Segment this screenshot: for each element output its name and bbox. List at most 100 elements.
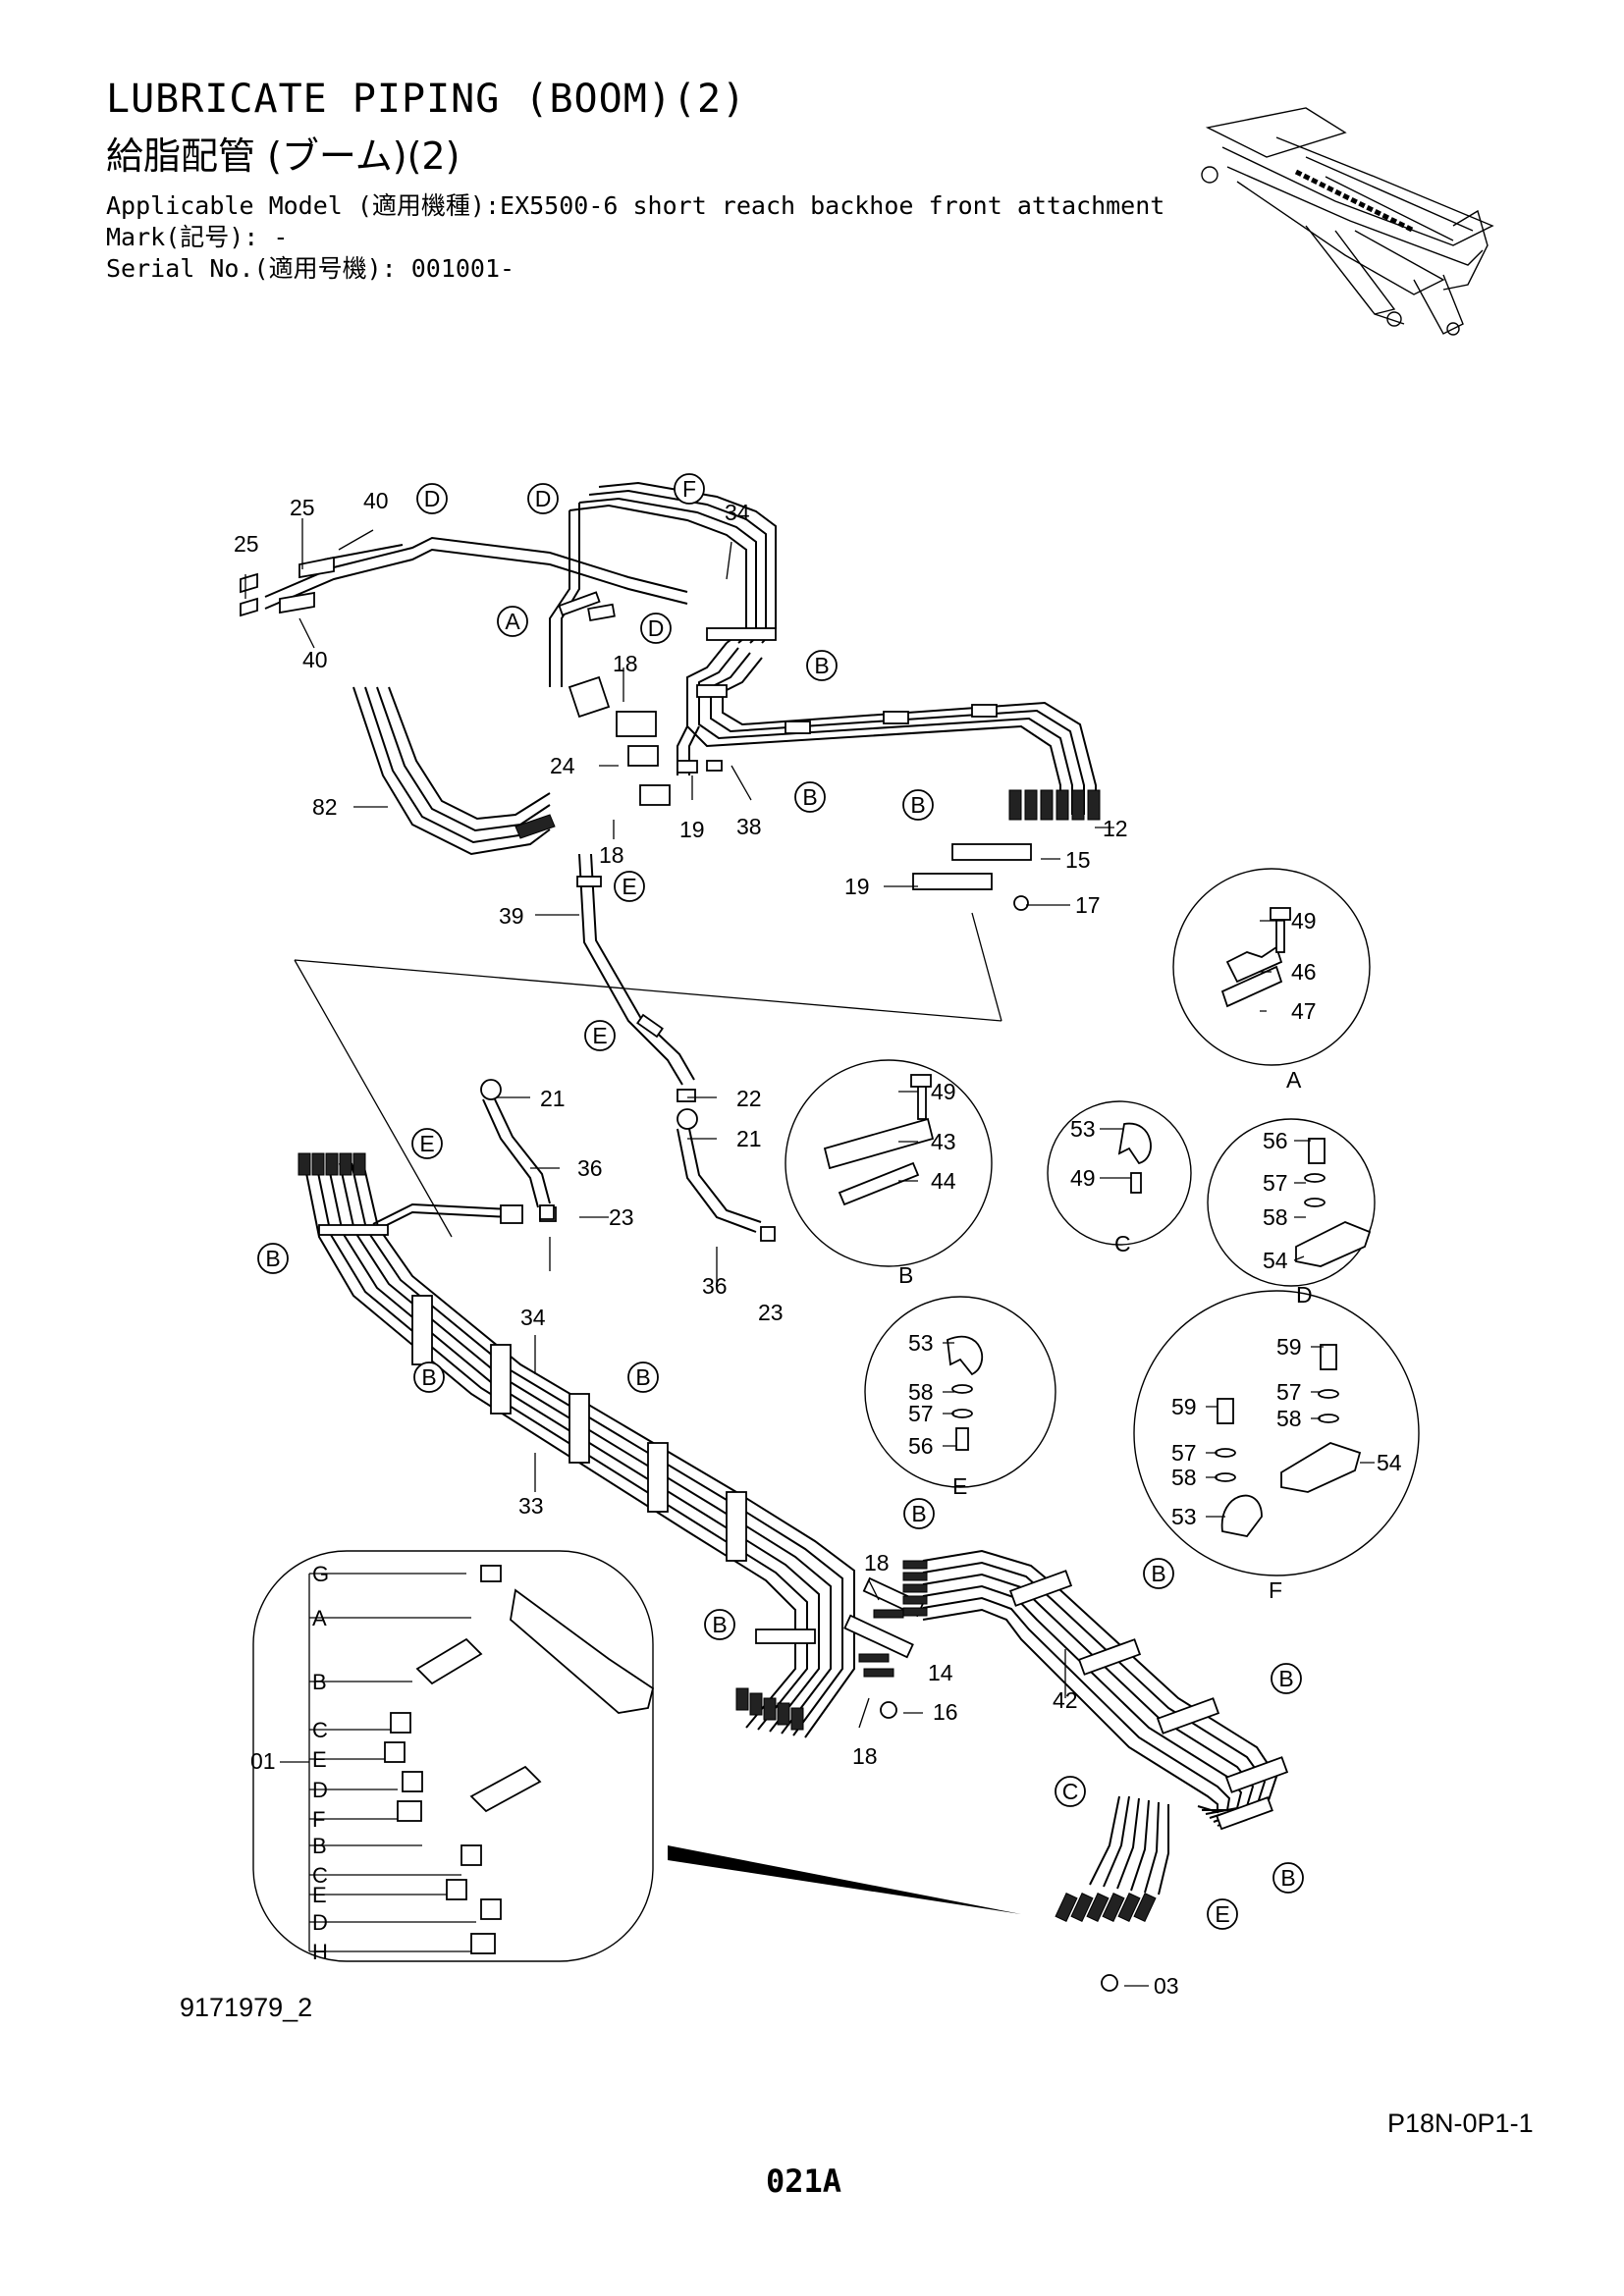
boom-thumbnail-illustration — [1201, 107, 1494, 336]
detail-F-caption: F — [1269, 1577, 1282, 1603]
fitting-stack-18 — [858, 1609, 904, 1678]
detail-C-label-53: 53 — [1070, 1116, 1096, 1142]
detail-D-caption: D — [1296, 1282, 1313, 1308]
detail-D-label-56: 56 — [1263, 1128, 1288, 1153]
svg-text:B: B — [911, 1501, 926, 1526]
label-42: 42 — [1053, 1687, 1078, 1713]
label-17: 17 — [1075, 892, 1101, 918]
label-82: 82 — [312, 794, 338, 820]
svg-text:B: B — [1278, 1666, 1293, 1691]
inset-kit-01 — [252, 1550, 655, 1962]
svg-text:B: B — [802, 784, 817, 810]
svg-text:D: D — [535, 486, 552, 511]
svg-text:G: G — [312, 1562, 329, 1586]
detail-E-label-53: 53 — [908, 1330, 934, 1356]
detail-B-label-49: 49 — [931, 1079, 956, 1104]
label-18-mid: 18 — [599, 842, 624, 868]
page-code: P18N-0P1-1 — [1387, 2109, 1534, 2138]
detail-labels: 49 46 47 A 49 43 44 B 53 49 C 56 57 58 5… — [898, 908, 1402, 1603]
label-14: 14 — [928, 1660, 953, 1685]
page-number: 021A — [766, 2163, 842, 2200]
svg-text:E: E — [419, 1131, 434, 1156]
detail-A-label-49: 49 — [1291, 908, 1317, 934]
serial-number: Serial No.(適用号機): 001001- — [106, 254, 515, 283]
label-16: 16 — [933, 1699, 958, 1725]
label-23-left: 23 — [609, 1204, 634, 1230]
label-23-lower: 23 — [758, 1300, 784, 1325]
callout-B-11: B — [1272, 1862, 1304, 1894]
svg-text:B: B — [312, 1834, 327, 1858]
detail-F-label-59b: 59 — [1171, 1394, 1197, 1419]
svg-text:B: B — [312, 1670, 327, 1694]
label-38: 38 — [736, 814, 762, 839]
page-title: LUBRICATE PIPING (BOOM)(2) — [106, 77, 747, 122]
svg-text:D: D — [424, 486, 441, 511]
svg-text:E: E — [592, 1023, 607, 1048]
fitting-group-bottom — [735, 1687, 804, 1731]
svg-text:D: D — [648, 615, 665, 641]
label-12: 12 — [1103, 816, 1128, 841]
mark-field: Mark(記号): - — [106, 223, 289, 251]
detail-B-caption: B — [898, 1262, 913, 1288]
detail-F-label-58b: 58 — [1171, 1465, 1197, 1490]
svg-text:E: E — [1215, 1901, 1229, 1927]
leader-lines — [244, 518, 1375, 1987]
callout-B-8: B — [903, 1498, 935, 1529]
svg-text:E: E — [622, 874, 636, 899]
detail-F-label-57a: 57 — [1276, 1379, 1302, 1405]
svg-text:B: B — [1151, 1561, 1165, 1586]
detail-A-caption: A — [1286, 1067, 1302, 1093]
detail-E-label-56: 56 — [908, 1433, 934, 1459]
svg-text:C: C — [1062, 1779, 1079, 1804]
callout-E-1: E — [614, 871, 645, 902]
callout-B-3: B — [902, 789, 934, 821]
inset-pointer — [668, 1845, 1021, 1914]
detail-E-caption: E — [952, 1473, 967, 1499]
label-34-lower: 34 — [520, 1305, 546, 1330]
callout-D-1: D — [416, 483, 448, 514]
svg-text:F: F — [312, 1807, 325, 1832]
callout-B-9: B — [1143, 1558, 1174, 1589]
label-03: 03 — [1154, 1973, 1179, 1999]
callout-letters: D D D F A B B B B E E E B B B B B B B C … — [257, 473, 1304, 1930]
svg-text:A: A — [505, 609, 520, 634]
callout-A: A — [497, 606, 528, 637]
svg-text:E: E — [312, 1747, 327, 1772]
detail-view-A — [1172, 868, 1371, 1066]
callout-B-10: B — [1271, 1663, 1302, 1694]
svg-text:E: E — [312, 1883, 327, 1907]
callout-B-5: B — [413, 1362, 445, 1393]
label-19-manifold: 19 — [844, 874, 870, 899]
detail-C-caption: C — [1114, 1231, 1131, 1256]
svg-text:B: B — [265, 1246, 280, 1271]
detail-E-label-57: 57 — [908, 1401, 934, 1426]
label-36-upper: 36 — [577, 1155, 603, 1181]
label-33: 33 — [518, 1493, 544, 1519]
fitting-group-12 — [1008, 789, 1101, 821]
label-21-right: 21 — [736, 1126, 762, 1151]
detail-B-label-43: 43 — [931, 1129, 956, 1154]
detail-E-label-58: 58 — [908, 1379, 934, 1405]
svg-text:B: B — [814, 653, 829, 678]
callout-B-6: B — [627, 1362, 659, 1393]
label-15: 15 — [1065, 847, 1091, 873]
label-36-lower: 36 — [702, 1273, 728, 1299]
callout-B-2: B — [794, 781, 826, 813]
callout-B-1: B — [806, 650, 838, 681]
svg-text:B: B — [421, 1364, 436, 1390]
svg-text:A: A — [312, 1606, 327, 1630]
lower-pipe-run — [298, 1152, 925, 1738]
label-40a: 40 — [363, 488, 389, 513]
callout-E-3: E — [411, 1128, 443, 1159]
fitting-group-upper-left — [902, 1560, 928, 1617]
figure-number: 9171979_2 — [180, 1993, 313, 2022]
svg-text:B: B — [910, 792, 925, 818]
label-39: 39 — [499, 903, 524, 929]
svg-text:C: C — [312, 1718, 328, 1742]
fitting-group-03 — [1055, 1893, 1157, 1922]
detail-F-label-54: 54 — [1377, 1450, 1402, 1475]
label-25b: 25 — [234, 531, 259, 557]
upper-pipe-assembly — [240, 481, 1101, 1242]
callout-B-7: B — [704, 1609, 735, 1640]
